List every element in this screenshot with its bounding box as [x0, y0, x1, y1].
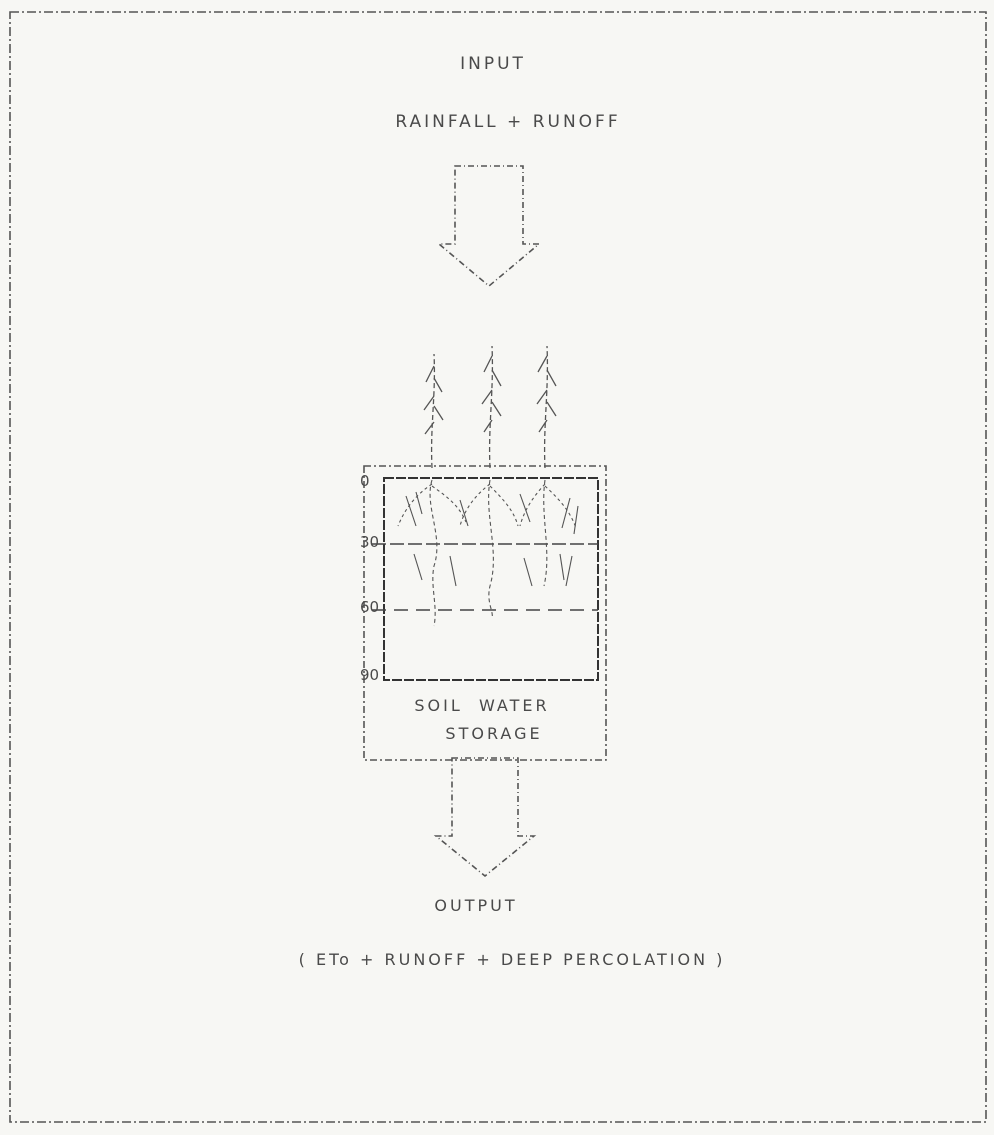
input-arrow — [436, 165, 542, 288]
plant-stems — [423, 345, 557, 469]
depth-label-90: 90 — [360, 666, 380, 684]
plant-stem-right — [543, 345, 549, 469]
output-components: ( ETo + RUNOFF + DEEP PERCOLATION ) — [298, 950, 726, 969]
output-arrow — [433, 757, 537, 878]
soil-box-outer — [363, 465, 607, 761]
soil-caption-line2: STORAGE — [445, 724, 543, 743]
depth-label-0: 0 — [360, 472, 370, 490]
soil-profile — [383, 477, 599, 681]
diagram-canvas — [9, 11, 987, 1123]
plant-leaves-left — [423, 365, 444, 435]
depth-label-30: 30 — [360, 533, 380, 551]
soil-caption-line1: SOIL WATER — [414, 696, 550, 715]
plant-stem-left — [430, 353, 436, 469]
page-border — [9, 11, 987, 1123]
input-components: RAINFALL + RUNOFF — [395, 112, 621, 132]
input-heading: INPUT — [460, 54, 526, 74]
plant-leaves-right — [536, 355, 557, 433]
plant-stem-middle — [488, 345, 494, 469]
plant-roots — [397, 479, 579, 627]
output-heading: OUTPUT — [434, 896, 518, 915]
diagram-frame: INPUT RAINFALL + RUNOFF 0 30 60 90 SOIL … — [4, 6, 992, 1128]
plant-leaves-middle — [481, 355, 502, 433]
depth-label-60: 60 — [360, 598, 380, 616]
